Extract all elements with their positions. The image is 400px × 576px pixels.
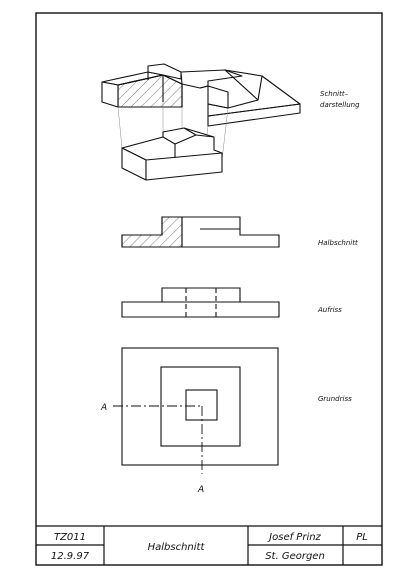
drawing-author: Josef Prinz [267,532,321,543]
drawing-date: 12.9.97 [51,551,90,562]
title-block [36,525,382,565]
half-section-view [121,216,280,248]
drawing-title: Halbschnitt [148,542,206,553]
drawing-initials: PL [356,532,368,543]
label-halbschnitt: Halbschnitt [318,239,358,247]
isometric-section-view [101,63,301,181]
top-view [113,347,279,474]
label-grundriss: Grundriss [318,395,352,403]
drawing-code: TZ011 [54,532,86,543]
drawing-place: St. Georgen [265,551,325,562]
drawing-frame [35,12,383,566]
label-schnittdarstellung-line2: darstellung [320,101,360,109]
label-schnittdarstellung-line1: Schnitt– [320,90,349,98]
front-view [121,287,280,318]
section-marker-bottom: A [197,485,204,495]
section-marker-left: A [100,403,107,413]
label-aufriss: Aufriss [317,306,342,314]
